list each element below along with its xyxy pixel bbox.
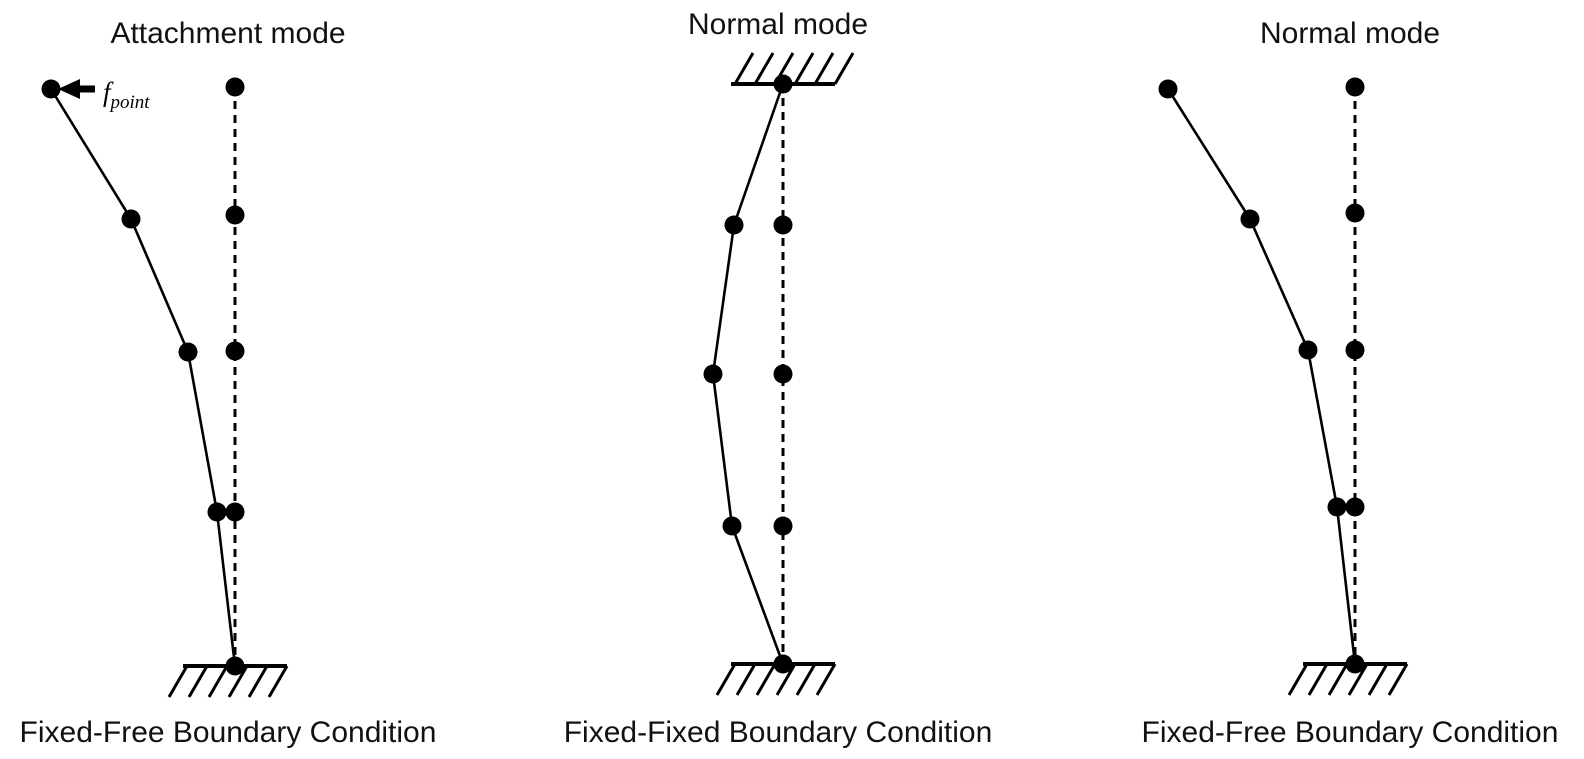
mode-node: [178, 342, 198, 362]
reference-node: [225, 502, 245, 522]
mode-node: [1240, 209, 1260, 229]
reference-node: [773, 364, 793, 384]
mode-shape-curve: [1166, 87, 1357, 666]
mode-node: [773, 654, 793, 674]
panel-attachment-mode: Attachment mode: [20, 17, 437, 749]
fixed-support-ground: [1287, 662, 1409, 696]
mode-node: [1327, 497, 1347, 517]
reference-node: [1345, 77, 1365, 97]
mode-shape-curve: [49, 87, 237, 668]
mode-node: [41, 79, 61, 99]
fixed-support-ground: [167, 664, 289, 698]
mode-shape-curve: [711, 82, 785, 666]
force-symbol: f: [103, 77, 114, 107]
force-subscript: point: [109, 92, 151, 113]
panel-caption: Fixed-Free Boundary Condition: [1142, 716, 1559, 749]
panel-caption: Fixed-Fixed Boundary Condition: [564, 716, 993, 749]
panel-title: Normal mode: [688, 8, 868, 41]
panel-normal-mode-fixed-fixed: Normal mode: [564, 8, 993, 749]
reference-node: [1345, 497, 1365, 517]
panel-title: Attachment mode: [110, 17, 345, 50]
panel-title: Normal mode: [1260, 17, 1440, 50]
mode-node: [773, 74, 793, 94]
mode-node: [207, 502, 227, 522]
fixed-support-top: [731, 52, 855, 86]
reference-node: [225, 341, 245, 361]
mode-node: [703, 364, 723, 384]
reference-node: [1345, 340, 1365, 360]
reference-node: [225, 77, 245, 97]
force-label: fpoint: [103, 77, 150, 113]
force-arrow-head: [58, 79, 80, 99]
reference-node: [773, 215, 793, 235]
reference-node: [225, 205, 245, 225]
panel-caption: Fixed-Free Boundary Condition: [20, 716, 437, 749]
point-force-annotation: fpoint: [58, 77, 150, 113]
mode-node: [724, 215, 744, 235]
panel-normal-mode-fixed-free: Normal mode Fix: [1142, 17, 1559, 749]
reference-node: [773, 516, 793, 536]
mode-node: [121, 209, 141, 229]
mode-node: [1298, 340, 1318, 360]
mode-node: [722, 516, 742, 536]
reference-node: [1345, 203, 1365, 223]
mode-node: [1158, 79, 1178, 99]
